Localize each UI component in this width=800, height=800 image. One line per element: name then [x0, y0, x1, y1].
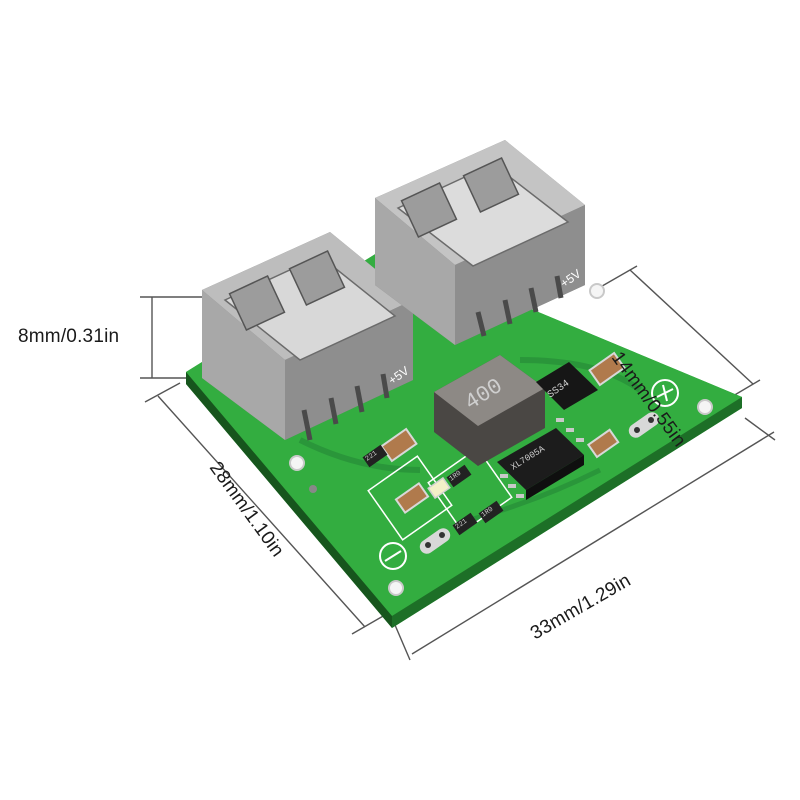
dimension-lines	[140, 265, 776, 661]
mounting-hole	[388, 580, 404, 596]
mounting-hole	[589, 283, 605, 299]
inductor: 400	[434, 355, 545, 466]
usb-port-left	[202, 232, 413, 441]
board-model-label: HW-681	[599, 290, 662, 339]
led	[427, 476, 451, 500]
usb-port-right	[375, 140, 585, 345]
diode: SS34	[536, 362, 598, 410]
capacitors	[380, 351, 626, 514]
resistors: 221 1R0 1R0 221	[362, 444, 504, 536]
height-dimension-label: 8mm/0.31in	[18, 326, 120, 347]
mounting-hole	[289, 455, 305, 471]
mounting-hole	[697, 399, 713, 415]
